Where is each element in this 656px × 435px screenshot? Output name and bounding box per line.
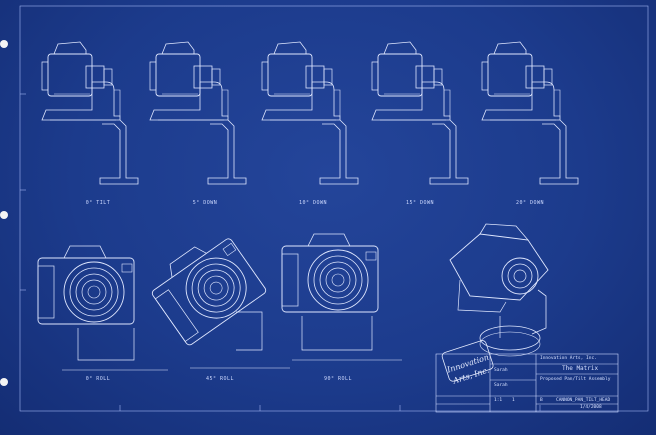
binder-hole-middle [0,211,8,219]
roll-view-45 [143,226,268,347]
caption-tilt-0: 0° TILT [85,200,111,206]
caption-tilt-20: 20° DOWN [515,200,545,206]
tilt-view-5 [149,41,247,185]
isometric-assembly [449,223,549,357]
binder-hole-top [0,40,8,48]
tb-company: Innovation Arts, Inc. [540,356,597,361]
tb-checked-by: Sarah [494,383,508,388]
tilt-view-15 [371,41,469,185]
tb-size: B [540,398,543,403]
tb-scale: 1:1 [494,398,503,403]
roll-view-90 [281,233,402,361]
caption-roll-90: 90° ROLL [323,376,353,382]
roll-view-45-stand [236,311,263,351]
tb-project: The Matrix [562,365,599,372]
company-logo [441,340,494,382]
tb-drawn-by: Sarah [494,368,508,373]
tb-drawing-number: CANNON_PAN_TILT_HEAD [556,398,611,403]
caption-tilt-15: 15° DOWN [405,200,435,206]
binder-hole-bottom [0,378,8,386]
tb-misc-id: 1/4/2008 [580,405,602,410]
caption-tilt-5: 5° DOWN [192,200,218,206]
caption-roll-45: 45° ROLL [205,376,235,382]
tilt-view-20 [481,41,579,185]
tilt-view-10 [261,41,359,185]
tb-sheet: 1 [512,398,515,403]
tb-title: Proposed Pan/Tilt Assembly [540,377,611,382]
caption-tilt-10: 10° DOWN [298,200,328,206]
caption-roll-0: 0° ROLL [85,376,111,382]
tilt-view-0 [41,41,139,185]
title-block [435,353,619,413]
roll-view-0 [37,245,168,371]
